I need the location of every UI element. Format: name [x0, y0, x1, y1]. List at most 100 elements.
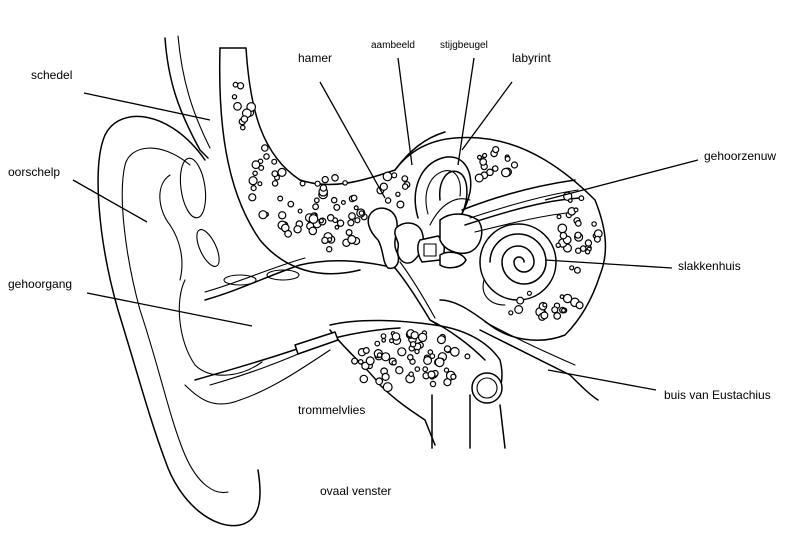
- leader-gehoorzenuw: [544, 159, 699, 201]
- eustachian-tube-drawing: [429, 319, 599, 449]
- bone-pore-dot: [251, 160, 261, 170]
- bone-pore-dot: [391, 332, 401, 341]
- bone-pore-dot: [409, 341, 417, 348]
- bone-pore-dot: [297, 208, 303, 214]
- outer-ear-drawing: [97, 115, 331, 527]
- bone-pore-dot: [486, 168, 494, 177]
- bone-texture-dots: [231, 81, 603, 393]
- bone-pore-dot: [422, 366, 429, 373]
- bone-pore-dot: [578, 195, 585, 202]
- bone-pore-dot: [569, 265, 575, 271]
- leader-schedel: [83, 92, 211, 121]
- bone-pore-dot: [362, 347, 370, 355]
- bone-pore-dot: [401, 175, 409, 183]
- bone-pore-dot: [423, 356, 433, 366]
- bone-pore-dot: [573, 207, 579, 213]
- bone-pore-dot: [382, 382, 393, 393]
- bone-pore-dot: [358, 210, 365, 216]
- bone-pore-dot: [540, 311, 549, 320]
- bone-pore-dot: [555, 242, 561, 248]
- bone-pore-dot: [330, 196, 338, 204]
- bone-pore-dot: [342, 180, 348, 186]
- bone-pore-dot: [365, 356, 375, 366]
- bone-pore-dot: [233, 101, 242, 111]
- bone-pore-dot: [504, 155, 511, 162]
- bone-pore-dot: [391, 172, 398, 179]
- bone-pore-dot: [258, 164, 265, 171]
- leader-labyrint: [461, 81, 513, 151]
- bone-pore-dot: [260, 144, 269, 152]
- bone-pore-dot: [557, 223, 568, 234]
- bone-pore-dot: [257, 181, 263, 187]
- bone-pore-dot: [319, 184, 328, 192]
- bone-pore-dot: [408, 371, 415, 378]
- bone-pore-dot: [380, 333, 387, 340]
- bone-pore-dot: [464, 353, 471, 360]
- bone-pore-dot: [410, 331, 419, 340]
- bone-pore-dot: [350, 194, 358, 202]
- bone-pore-dot: [321, 236, 329, 245]
- label-oorschelp: oorschelp: [8, 165, 60, 179]
- bone-pore-dot: [474, 173, 484, 183]
- bone-pore-dot: [510, 161, 519, 169]
- bone-pore-dot: [379, 182, 388, 191]
- bone-pore-dot: [492, 146, 500, 154]
- bone-pore-dot: [278, 211, 287, 220]
- bone-pore-dot: [381, 372, 390, 381]
- bone-pore-dot: [436, 335, 446, 345]
- leader-lines: [72, 57, 699, 391]
- bone-pore-dot: [252, 170, 258, 177]
- bone-pore-dot: [567, 198, 573, 204]
- bone-pore-dot: [271, 180, 279, 187]
- bone-pore-dot: [384, 197, 392, 204]
- bone-pore-dot: [382, 171, 393, 182]
- bone-pore-dot: [443, 345, 452, 353]
- bone-pore-dot: [333, 203, 341, 211]
- bone-pore-dot: [482, 152, 488, 159]
- bone-pore-dot: [573, 266, 581, 274]
- bone-pore-dot: [551, 306, 559, 314]
- bone-pore-dot: [348, 212, 356, 221]
- bone-pore-dot: [347, 219, 355, 227]
- bone-pore-dot: [584, 239, 593, 247]
- bone-pore-dot: [374, 340, 381, 347]
- bone-pore-dot: [401, 183, 409, 190]
- label-gehoorgang: gehoorgang: [8, 277, 72, 291]
- bone-pore-dot: [312, 203, 320, 211]
- bone-pore-dot: [491, 165, 499, 172]
- bone-pore-dot: [313, 197, 320, 204]
- bone-pore-dot: [327, 237, 333, 243]
- bone-pore-dot: [396, 200, 405, 209]
- bone-pore-dot: [354, 217, 361, 224]
- leader-aambeeld: [397, 57, 413, 166]
- bone-pore-dot: [277, 195, 284, 202]
- ear-canal-drawing: [194, 257, 401, 386]
- bone-pore-dot: [575, 301, 584, 310]
- bone-pore-dot: [574, 231, 582, 239]
- bone-pore-dot: [553, 312, 562, 320]
- bone-pore-dot: [271, 170, 279, 178]
- bone-pore-dot: [334, 224, 340, 230]
- bone-pore-dot: [516, 296, 525, 305]
- label-ovaal-venster: ovaal venster: [320, 484, 391, 498]
- bone-pore-dot: [414, 348, 420, 355]
- bone-pore-dot: [240, 115, 249, 123]
- bone-pore-dot: [293, 225, 302, 234]
- bone-pore-dot: [359, 374, 369, 384]
- label-trommelvlies: trommelvlies: [298, 403, 365, 417]
- bone-pore-dot: [314, 180, 321, 187]
- leader-buis-van-eustachius: [547, 369, 657, 391]
- bone-pore-dot: [526, 290, 533, 296]
- bone-pore-dot: [429, 353, 436, 360]
- bone-pore-dot: [508, 310, 514, 316]
- bone-pore-dot: [231, 94, 238, 100]
- bone-pore-dot: [340, 200, 346, 206]
- label-gehoorzenuw: gehoorzenuw: [704, 149, 776, 163]
- bone-pore-dot: [443, 367, 450, 373]
- bone-pore-dot: [593, 235, 601, 243]
- bone-pore-dot: [391, 360, 397, 366]
- bone-pore-dot: [450, 373, 457, 380]
- bone-pore-dot: [574, 219, 582, 227]
- bone-pore-dot: [381, 352, 391, 362]
- bone-pore-dot: [443, 378, 452, 387]
